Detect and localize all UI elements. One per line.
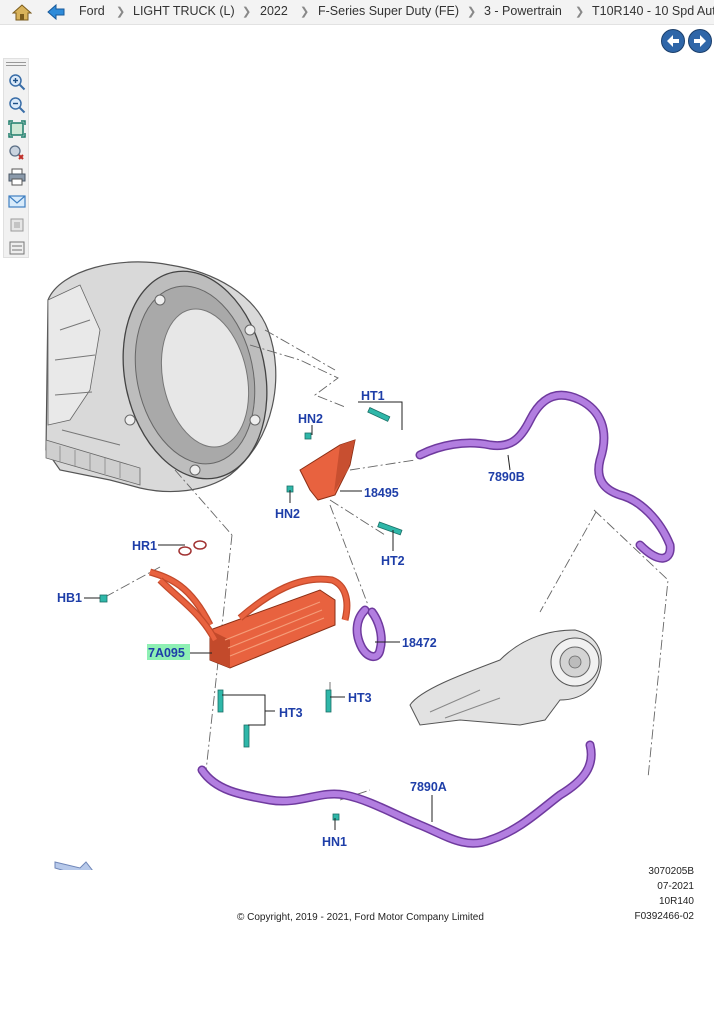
callout-18495[interactable]: 18495 — [364, 486, 399, 500]
email-icon[interactable] — [8, 192, 26, 210]
callout-ht3-left[interactable]: HT3 — [279, 706, 303, 720]
callout-ht2[interactable]: HT2 — [381, 554, 405, 568]
illustration-code: 3070205B — [648, 866, 694, 877]
navigation-bar — [0, 25, 714, 57]
callout-leaders — [84, 401, 511, 830]
parts-diagram: HT1 HN2 HN2 18495 7890B HT2 HR1 HB1 7A09… — [45, 261, 675, 870]
home-icon[interactable] — [12, 3, 32, 21]
breadcrumb-item-model[interactable]: F-Series Super Duty (FE) — [318, 4, 460, 18]
breadcrumb-item-section[interactable]: T10R140 - 10 Spd Aut — [592, 4, 714, 18]
bracket-18495-shadow — [334, 440, 355, 492]
front-direction-arrow-icon — [54, 861, 93, 870]
callout-hn1[interactable]: HN1 — [322, 835, 347, 849]
callout-highlight — [147, 644, 190, 660]
illustration-date: 07-2021 — [657, 881, 694, 892]
toolbar-grip[interactable] — [6, 62, 26, 66]
back-arrow-icon[interactable] — [46, 3, 66, 21]
callout-hn2-upper[interactable]: HN2 — [298, 412, 323, 426]
callout-7890a[interactable]: 7890A — [410, 780, 447, 794]
breadcrumb-separator: ❯ — [242, 6, 252, 18]
clamps — [178, 540, 207, 556]
transmission-housing — [45, 261, 277, 493]
callout-hb1[interactable]: HB1 — [57, 591, 82, 605]
previous-button[interactable] — [661, 29, 685, 53]
arrow-left-icon — [667, 35, 679, 47]
breadcrumb-item-group[interactable]: 3 - Powertrain — [484, 4, 562, 18]
breadcrumb-item-make[interactable]: Ford — [79, 4, 105, 18]
breadcrumb-separator: ❯ — [467, 6, 477, 18]
next-button[interactable] — [688, 29, 712, 53]
callout-ht1[interactable]: HT1 — [361, 389, 385, 403]
engine-component — [409, 629, 602, 726]
reset-view-icon[interactable] — [8, 144, 26, 162]
copyright-notice: © Copyright, 2019 - 2021, Ford Motor Com… — [237, 912, 484, 923]
zoom-out-icon[interactable] — [8, 96, 26, 114]
illustration-ref: F0392466-02 — [634, 911, 695, 922]
callout-18472[interactable]: 18472 — [402, 636, 437, 650]
callout-hr1[interactable]: HR1 — [132, 539, 157, 553]
callout-7890b[interactable]: 7890B — [488, 470, 525, 484]
viewer-toolbar — [3, 58, 29, 258]
tool-8-icon[interactable] — [8, 239, 26, 257]
breadcrumb-separator: ❯ — [300, 6, 310, 18]
callout-ht3-right[interactable]: HT3 — [348, 691, 372, 705]
zoom-in-icon[interactable] — [8, 73, 26, 91]
print-icon[interactable] — [8, 168, 26, 186]
breadcrumb-item-category[interactable]: LIGHT TRUCK (L) — [133, 4, 235, 18]
fit-to-window-icon[interactable] — [8, 120, 26, 138]
illustration-model: 10R140 — [658, 896, 694, 907]
arrow-right-icon — [694, 35, 706, 47]
breadcrumb-item-year[interactable]: 2022 — [260, 4, 288, 18]
hoses — [197, 390, 675, 848]
fasteners — [99, 407, 403, 821]
breadcrumb-separator: ❯ — [116, 6, 126, 18]
breadcrumb: Ford ❯ LIGHT TRUCK (L) ❯ 2022 ❯ F-Series… — [0, 0, 714, 25]
callout-7a095[interactable]: 7A095 — [148, 646, 185, 660]
breadcrumb-separator: ❯ — [575, 6, 585, 18]
leader-lines — [104, 329, 669, 801]
callout-hn2-lower[interactable]: HN2 — [275, 507, 300, 521]
tool-7-icon[interactable] — [8, 216, 26, 234]
transmission-cooler-7a095 — [148, 568, 351, 669]
